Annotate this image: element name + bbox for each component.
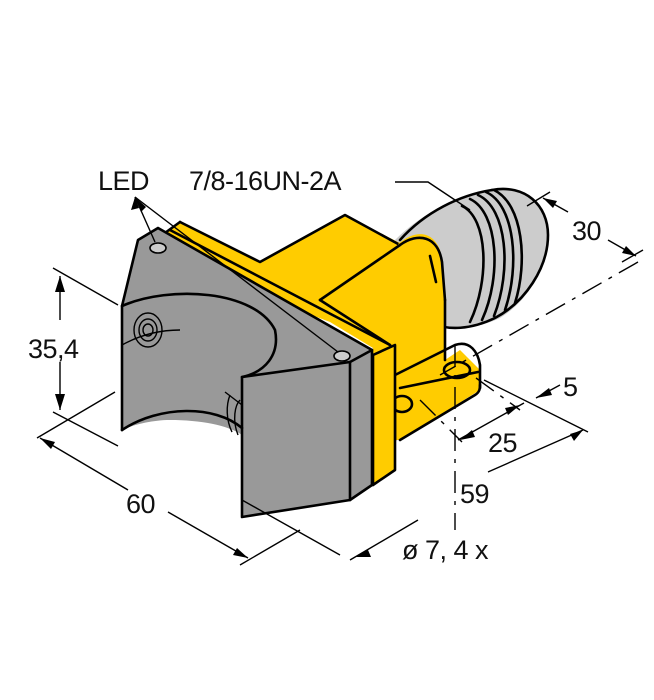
thread-label: 7/8-16UN-2A <box>189 166 342 196</box>
hole-spacing-label: 25 <box>488 428 518 458</box>
led-label: LED <box>98 166 150 196</box>
height-label: 35,4 <box>28 334 79 364</box>
mounting-hole-1 <box>442 360 472 380</box>
dim-connector-length <box>526 191 644 263</box>
dim-mount-offset <box>535 384 561 399</box>
led-indicator-2 <box>333 350 351 362</box>
thread-leader <box>395 181 471 211</box>
dim-hole-spacing <box>419 377 525 443</box>
depth-label: 59 <box>460 479 490 509</box>
axis-centerline <box>439 261 639 376</box>
led-leader <box>131 196 339 353</box>
mount-offset-label: 5 <box>563 372 578 402</box>
gray-sensor-head <box>120 226 374 556</box>
hole-spec-label: ø 7, 4 x <box>402 535 489 565</box>
connector-length-label: 30 <box>572 216 602 246</box>
dim-depth <box>349 379 589 561</box>
led-indicator-1 <box>149 242 167 254</box>
dim-width <box>36 391 301 566</box>
dim-height <box>52 267 119 447</box>
width-label: 60 <box>126 489 156 519</box>
